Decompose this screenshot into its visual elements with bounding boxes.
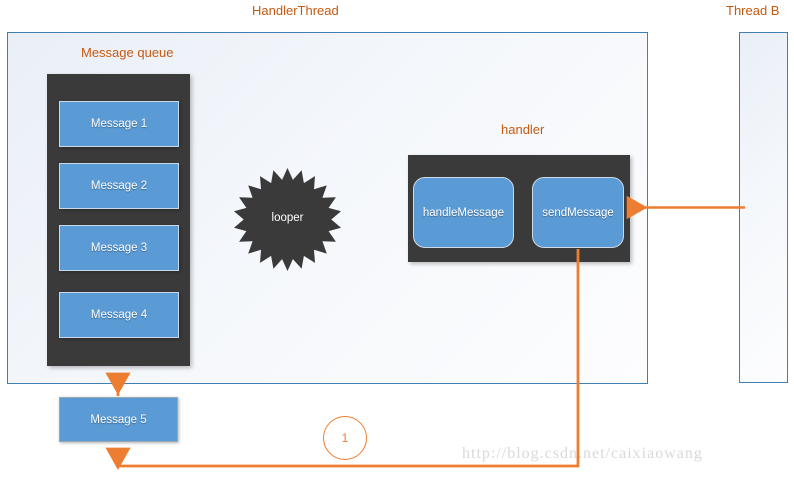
queue-message-1-label: Message 1 [90, 118, 148, 130]
handle-message-button[interactable]: handleMessage [413, 177, 514, 248]
looper-star: looper [234, 166, 341, 271]
queue-message-4-label: Message 4 [90, 309, 148, 321]
handler-thread-title: HandlerThread [252, 3, 339, 18]
pending-message-5[interactable]: Message 5 [59, 397, 178, 442]
looper-label: looper [271, 212, 304, 224]
message-queue-title: Message queue [81, 45, 174, 60]
queue-message-2-label: Message 2 [90, 180, 148, 192]
watermark-text: http://blog.csdn.net/caixiaowang [462, 445, 703, 462]
step-marker-1: 1 [323, 416, 367, 460]
pending-message-5-label: Message 5 [90, 413, 147, 426]
looper-star-shape [234, 168, 341, 271]
queue-message-1[interactable]: Message 1 [59, 101, 179, 147]
queue-message-2[interactable]: Message 2 [59, 163, 179, 209]
step-marker-1-label: 1 [341, 431, 349, 445]
send-message-label: sendMessage [542, 206, 614, 219]
thread-b-container [739, 32, 788, 383]
send-message-button[interactable]: sendMessage [532, 177, 624, 248]
queue-message-3[interactable]: Message 3 [59, 225, 179, 271]
handle-message-label: handleMessage [422, 206, 505, 219]
handler-title: handler [501, 122, 545, 137]
thread-b-title: Thread B [726, 3, 780, 18]
queue-message-4[interactable]: Message 4 [59, 292, 179, 338]
queue-message-3-label: Message 3 [90, 242, 148, 254]
